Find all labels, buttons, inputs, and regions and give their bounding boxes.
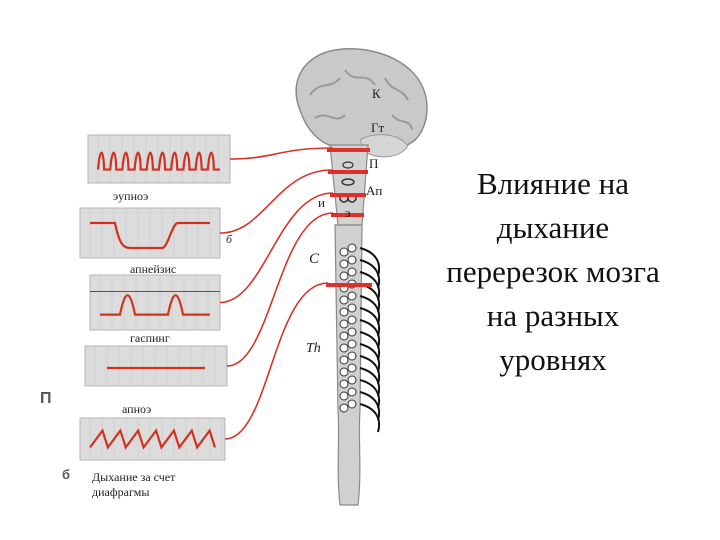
root-ganglion (348, 316, 356, 324)
brain-illustration (296, 49, 427, 505)
root-ganglion (348, 388, 356, 396)
root-ganglion (348, 268, 356, 276)
root-ganglion (340, 296, 348, 304)
root-ganglion (340, 248, 348, 256)
slide-title: Влияние на дыхание перерезок мозга на ра… (418, 162, 688, 382)
side-label-lower: б (62, 467, 70, 482)
label-th: Th (306, 341, 321, 356)
root-ganglion (340, 320, 348, 328)
side-label-upper: П (40, 390, 52, 408)
label-e: э (345, 205, 351, 220)
root-ganglion (348, 400, 356, 408)
nerve-root-right (360, 404, 379, 432)
root-ganglion (340, 308, 348, 316)
root-ganglion (348, 328, 356, 336)
root-ganglion (348, 304, 356, 312)
title-line: уровнях (418, 338, 688, 382)
root-ganglion (348, 376, 356, 384)
root-ganglion (340, 356, 348, 364)
label-k: К (372, 86, 381, 101)
root-ganglion (340, 380, 348, 388)
panel-sub-label: б (226, 232, 232, 247)
label-p: П (369, 156, 378, 171)
root-ganglion (340, 392, 348, 400)
root-ganglion (348, 352, 356, 360)
trace-panel (90, 275, 220, 330)
title-line: на разных (418, 294, 688, 338)
root-ganglion (348, 364, 356, 372)
trace-panel (85, 346, 227, 386)
root-ganglion (348, 244, 356, 252)
title-line: Влияние на (418, 162, 688, 206)
root-ganglion (340, 404, 348, 412)
root-ganglion (348, 292, 356, 300)
label-i: и (318, 195, 325, 210)
root-ganglion (340, 344, 348, 352)
root-ganglion (340, 368, 348, 376)
root-ganglion (340, 332, 348, 340)
root-ganglion (348, 340, 356, 348)
root-ganglion (340, 272, 348, 280)
root-ganglion (340, 260, 348, 268)
root-ganglion (348, 256, 356, 264)
title-line: дыхание (418, 206, 688, 250)
caption-gasping: гаспинг (130, 331, 170, 346)
caption-apneusis: апнейзис (130, 262, 176, 277)
caption-eupnea: эупноэ (113, 189, 148, 204)
label-c: С (309, 251, 320, 267)
label-gt: Гт (371, 120, 385, 135)
recording-panels (80, 135, 333, 460)
title-line: перерезок мозга (418, 250, 688, 294)
caption-diaphragm: Дыхание за счет диафрагмы (92, 470, 202, 500)
label-ap: Ап (366, 183, 382, 198)
connector-nerve (220, 170, 332, 233)
connector-nerve (230, 148, 333, 159)
caption-apnea: апноэ (122, 402, 151, 417)
